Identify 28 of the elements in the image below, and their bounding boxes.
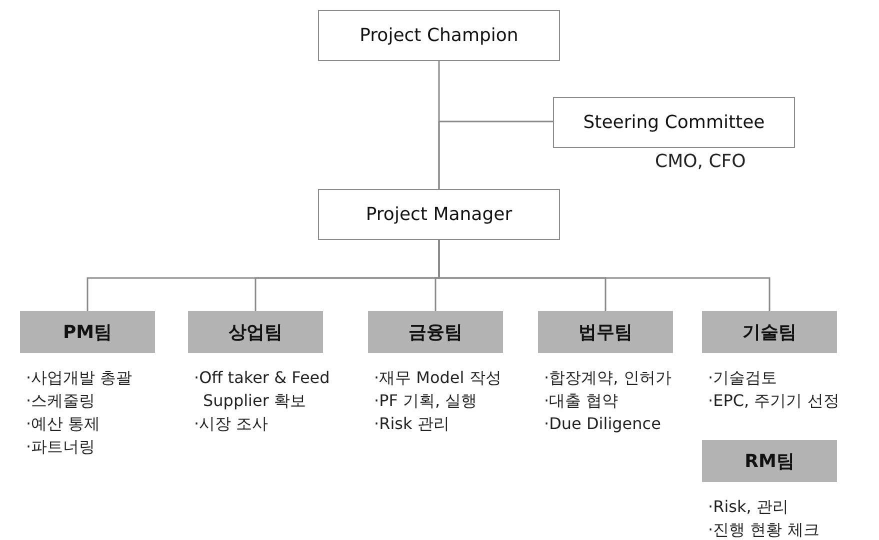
bullet-item: ·스케줄링 bbox=[26, 390, 96, 412]
bullet-item: ·진행 현황 체크 bbox=[708, 519, 820, 540]
role-box: Steering Committee bbox=[553, 97, 795, 148]
bullet-item: ·Due Diligence bbox=[544, 413, 662, 435]
team-box: 금융팀 bbox=[368, 311, 503, 353]
bullet-item: ·EPC, 주기기 선정 bbox=[708, 390, 840, 412]
bullet-item: ·시장 조사 bbox=[194, 413, 270, 435]
team-box: 법무팀 bbox=[538, 311, 673, 353]
bullet-item: ·기술검토 bbox=[708, 367, 778, 389]
bullet-item: ·사업개발 총괄 bbox=[26, 367, 132, 389]
connector-line bbox=[438, 120, 553, 189]
connector-line bbox=[438, 240, 770, 311]
bullet-item: ·대출 협약 bbox=[544, 390, 620, 412]
bullet-item: ·예산 통제 bbox=[26, 413, 102, 435]
role-box: Project Champion bbox=[318, 10, 560, 61]
bullet-item: ·Off taker & Feed Supplier 확보 bbox=[194, 367, 331, 412]
bullet-item: ·재무 Model 작성 bbox=[374, 367, 502, 389]
team-box: 상업팀 bbox=[188, 311, 323, 353]
member-note: CMO, CFO bbox=[655, 150, 746, 173]
bullet-item: ·Risk, 관리 bbox=[708, 496, 790, 518]
bullet-item: ·PF 기획, 실행 bbox=[374, 390, 478, 412]
team-box: RM팀 bbox=[702, 440, 837, 482]
role-box: Project Manager bbox=[318, 189, 560, 240]
team-box: PM팀 bbox=[20, 311, 155, 353]
bullet-item: ·파트너링 bbox=[26, 436, 96, 458]
bullet-item: ·Risk 관리 bbox=[374, 413, 450, 435]
bullet-item: ·합장계약, 인허가 bbox=[544, 367, 672, 389]
team-box: 기술팀 bbox=[702, 311, 837, 353]
